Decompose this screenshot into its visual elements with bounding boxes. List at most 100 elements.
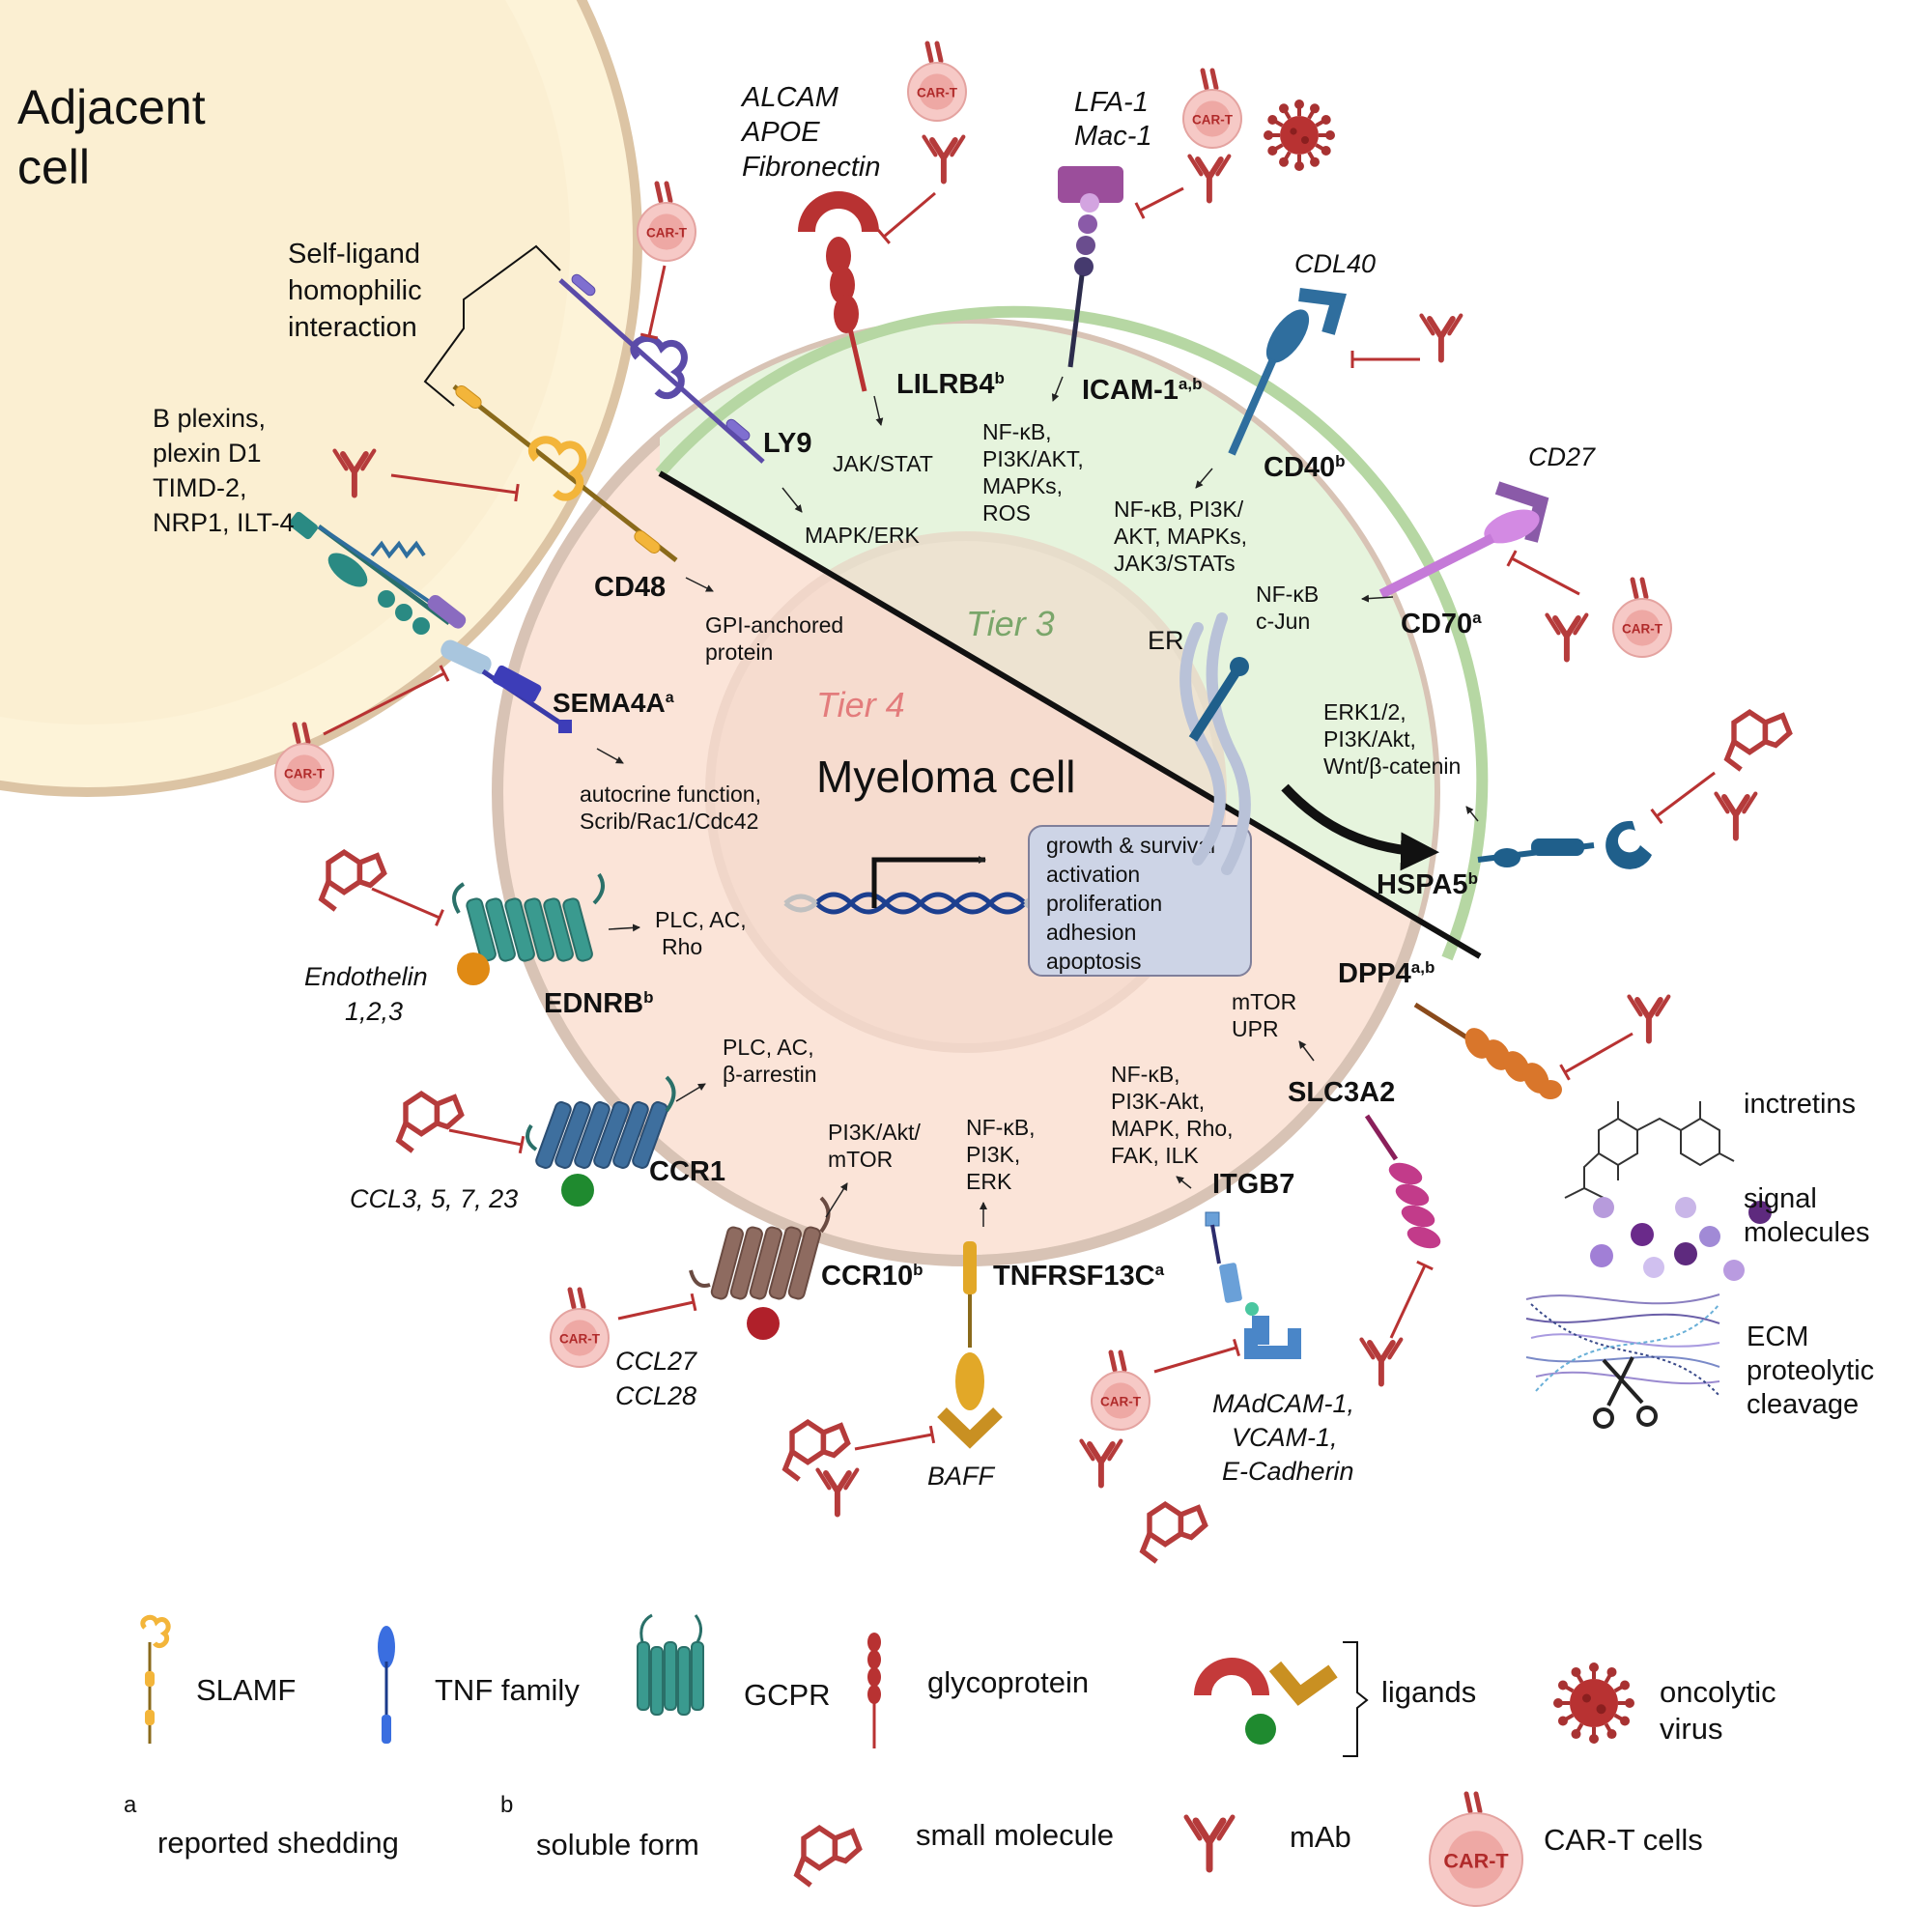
ecm-label-1: ECM	[1747, 1321, 1808, 1352]
cd48-receptor-icon	[452, 384, 678, 562]
legend-tnf: TNF family	[435, 1673, 580, 1707]
icam1-pathway-arrow	[1051, 376, 1064, 402]
self-ligand-1: Self-ligand	[288, 239, 420, 270]
itgb7-ligand-2: VCAM-1,	[1232, 1423, 1338, 1452]
adjacent-cell	[0, 0, 642, 797]
ly9-car-t-icon: CAR-T	[637, 181, 696, 262]
cd48-pathway-1: GPI-anchored	[705, 612, 843, 638]
icam1-mab-icon	[1187, 154, 1232, 204]
sema4a-receptor-icon	[440, 639, 572, 733]
itgb7-car-t-icon-label: CAR-T	[1100, 1394, 1142, 1408]
sema4a-pathway-arrow	[596, 748, 624, 764]
lilrb4-mab-icon	[922, 134, 966, 185]
ly9-pathway-arrow	[781, 487, 803, 513]
transcription-arrow-icon	[871, 856, 986, 908]
tier4-label: Tier 4	[816, 685, 905, 724]
outcome-2: activation	[1046, 862, 1140, 887]
cd40-label: CD40b	[1264, 452, 1346, 483]
lilrb4-car-t-icon: CAR-T	[907, 41, 967, 122]
ccr1-pathway-1: PLC, AC,	[723, 1035, 814, 1060]
dpp4-label: DPP4a,b	[1338, 958, 1435, 989]
cd70-pathway-arrow	[1361, 594, 1394, 603]
icam1-pathway-3: MAPKs,	[982, 473, 1063, 498]
cd70-inhibitor	[1506, 550, 1580, 596]
icam1-oncolytic-virus-icon	[1264, 99, 1335, 171]
legend: SLAMF TNF family GCPR glycoprotein	[124, 1613, 1776, 1907]
icam1-pathway-2: PI3K/AKT,	[982, 446, 1084, 471]
dna-icon	[783, 892, 1058, 915]
legend-ligands: ligands	[1381, 1675, 1476, 1709]
ccr10-ligand-2: CCL28	[615, 1381, 696, 1410]
baff-inhibitor	[854, 1425, 936, 1451]
outcome-1: growth & survival	[1046, 833, 1215, 858]
slc3a2-pathway-arrow	[1298, 1040, 1315, 1062]
hspa5-mab-icon	[1714, 791, 1758, 841]
legend-slamf: SLAMF	[196, 1673, 296, 1707]
ly9-receptor-icon	[558, 273, 765, 464]
itgb7-car-t-icon: CAR-T	[1091, 1350, 1151, 1431]
legend-tnf-icon	[378, 1626, 395, 1744]
self-ligand-2: homophilic	[288, 275, 422, 306]
adjacent-cell-label-2: cell	[17, 140, 90, 194]
ednrb-label: EDNRBb	[544, 988, 654, 1019]
ccr10-car-t-icon: CAR-T	[550, 1287, 610, 1368]
itgb7-pathway-arrow	[1176, 1176, 1192, 1189]
ecm-fibers-icon	[1525, 1293, 1720, 1397]
cd40-pathway-3: JAK3/STATs	[1114, 551, 1236, 576]
legend-oncolytic-virus-icon	[1553, 1662, 1634, 1744]
icam1-pathway-4: ROS	[982, 500, 1031, 526]
cd48-inhibitor	[390, 473, 520, 502]
baff-small-molecule-icon	[781, 1418, 851, 1482]
incretins-label: inctretins	[1744, 1089, 1856, 1120]
sema4a-ligand-complex-icon	[289, 511, 467, 635]
legend-car-t-shape-label: CAR-T	[1443, 1849, 1508, 1873]
ccr10-pathway-arrow	[825, 1182, 848, 1218]
ccr1-receptor-icon	[526, 1075, 676, 1207]
itgb7-receptor-icon	[1205, 1211, 1301, 1359]
legend-oncolytic-1: oncolytic	[1660, 1675, 1776, 1709]
ly9-inhibitor	[639, 265, 667, 340]
lilrb4-inhibitor	[877, 191, 936, 244]
tnfrsf13c-pathway-1: NF-κB,	[966, 1115, 1036, 1140]
signal-molecules-icon	[1590, 1197, 1772, 1281]
lilrb4-pathway: JAK/STAT	[833, 451, 933, 476]
outcome-3: proliferation	[1046, 891, 1162, 916]
icam1-inhibitor	[1134, 186, 1184, 219]
incretin-structure-icon	[1564, 1101, 1735, 1199]
ccr1-pathway-2: β-arrestin	[723, 1062, 817, 1087]
sema4a-ligand-1: B plexins,	[153, 404, 266, 433]
cd48-pathway-arrow	[685, 577, 714, 592]
cd40-ligand: CDL40	[1294, 249, 1376, 278]
legend-glycoprotein: glycoprotein	[927, 1665, 1089, 1699]
ccr10-ligand-1: CCL27	[615, 1347, 697, 1376]
icam1-receptor-icon	[1058, 166, 1123, 368]
icam1-label: ICAM-1a,b	[1082, 375, 1202, 406]
icam1-ligand-2: Mac-1	[1074, 121, 1152, 152]
er-label: ER	[1148, 626, 1184, 655]
itgb7-inhibitor	[1153, 1338, 1240, 1374]
er-to-hspa5-arrow	[1281, 783, 1439, 871]
legend-glycoprotein-icon	[867, 1633, 881, 1748]
ecm-label-2: proteolytic	[1747, 1355, 1874, 1386]
lilrb4-ligand-2: APOE	[740, 117, 820, 148]
slc3a2-pathway-2: UPR	[1232, 1016, 1279, 1041]
baff-mab-icon	[815, 1467, 860, 1518]
itgb7-pathway-3: MAPK, Rho,	[1111, 1116, 1234, 1141]
legend-b-mark: b	[500, 1792, 513, 1818]
lilrb4-car-t-icon-label: CAR-T	[917, 85, 958, 99]
legend-ligands-icon	[1194, 1641, 1369, 1757]
hspa5-pathway-2: PI3K/Akt,	[1323, 726, 1416, 752]
cd48-pathway-2: protein	[705, 639, 773, 665]
ccr1-inhibitor	[448, 1128, 526, 1154]
sema4a-pathway-2: Scrib/Rac1/Cdc42	[580, 809, 758, 834]
legend-a-mark: a	[124, 1792, 137, 1818]
icam1-ligand-1: LFA-1	[1074, 87, 1149, 118]
er-icon	[1179, 612, 1251, 875]
myeloma-cell-label: Myeloma cell	[816, 752, 1075, 802]
ccr10-inhibitor	[617, 1293, 697, 1321]
ccr1-label: CCR1	[649, 1156, 725, 1187]
slc3a2-receptor-icon	[1364, 1114, 1441, 1249]
sema4a-pathway-1: autocrine function,	[580, 781, 761, 807]
